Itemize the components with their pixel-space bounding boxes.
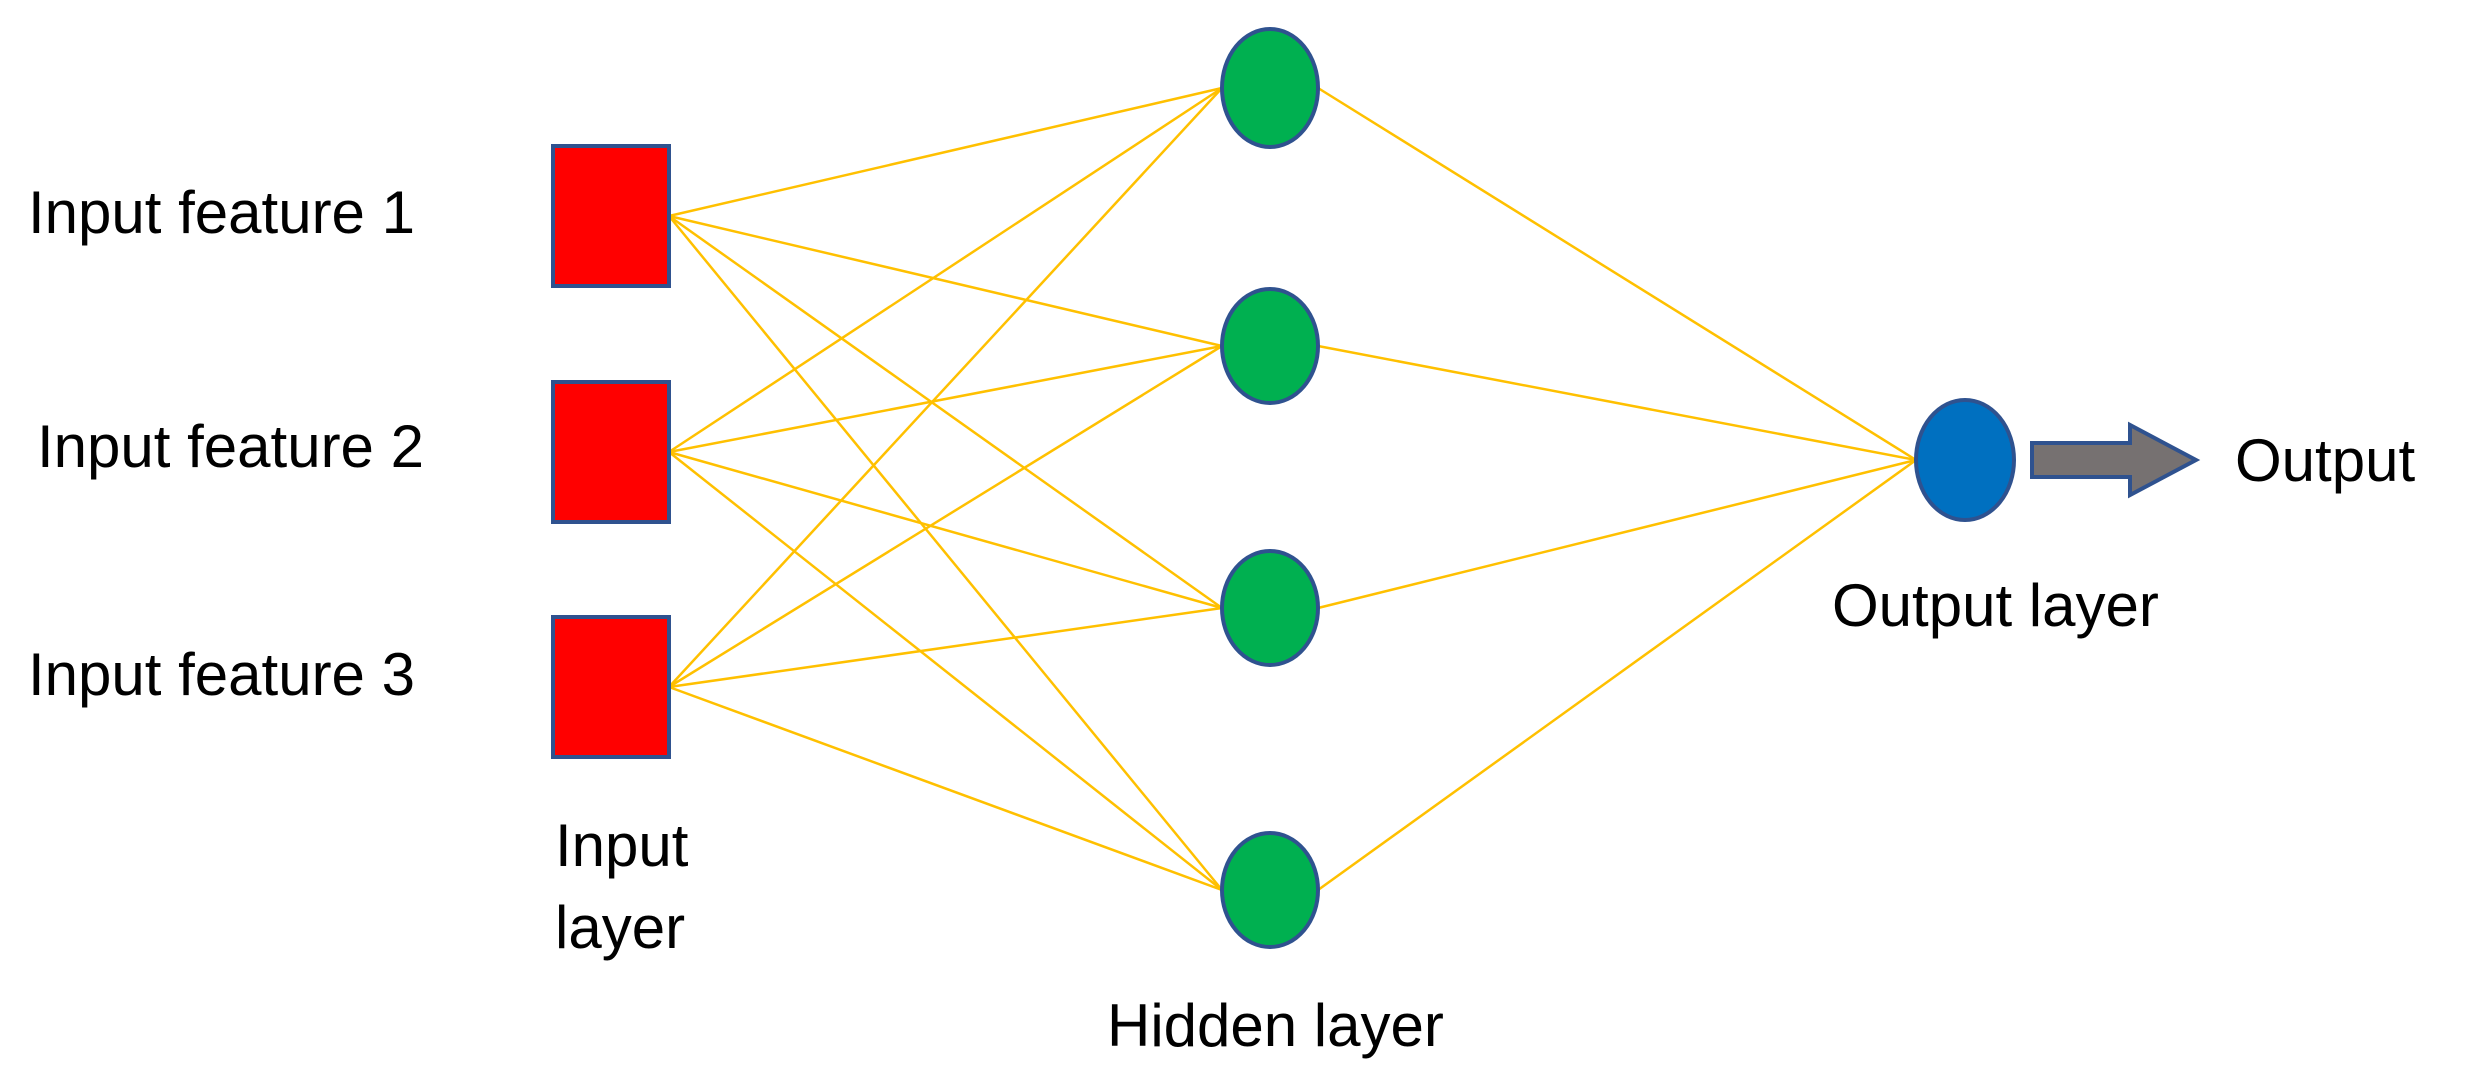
connection-input2-hidden2 bbox=[668, 344, 1223, 454]
hidden-layer-label: Hidden layer bbox=[1107, 992, 1444, 1059]
connection-hidden4-output bbox=[1317, 458, 1917, 892]
hidden-layer-nodes bbox=[1220, 27, 1320, 949]
connection-input1-hidden3 bbox=[668, 214, 1223, 610]
input-node-1 bbox=[551, 144, 671, 288]
input-layer-label-line2: layer bbox=[555, 894, 685, 961]
right-arrow-icon bbox=[2030, 421, 2201, 499]
hidden-node-4 bbox=[1220, 831, 1320, 949]
connection-input2-hidden1 bbox=[668, 86, 1223, 454]
connection-hidden1-output bbox=[1317, 86, 1917, 462]
connection-input1-hidden4 bbox=[668, 215, 1223, 891]
input-layer-nodes bbox=[551, 144, 671, 759]
connection-input3-hidden4 bbox=[668, 685, 1223, 892]
connections bbox=[668, 86, 1917, 892]
output-node bbox=[1914, 398, 2016, 522]
connection-input1-hidden2 bbox=[668, 214, 1223, 348]
connection-input2-hidden3 bbox=[668, 450, 1223, 610]
output-label: Output bbox=[2235, 427, 2415, 494]
connection-hidden2-output bbox=[1317, 344, 1917, 462]
input-node-2 bbox=[551, 380, 671, 524]
connection-input3-hidden2 bbox=[668, 344, 1223, 689]
output-layer-nodes bbox=[1914, 398, 2016, 522]
input-feature-2-label: Input feature 2 bbox=[37, 413, 424, 480]
input-feature-3-label: Input feature 3 bbox=[28, 641, 415, 708]
hidden-node-1 bbox=[1220, 27, 1320, 149]
connection-input2-hidden4 bbox=[668, 451, 1223, 891]
output-layer-label: Output layer bbox=[1832, 572, 2159, 639]
hidden-node-2 bbox=[1220, 287, 1320, 405]
connection-input3-hidden3 bbox=[668, 606, 1223, 689]
input-node-3 bbox=[551, 615, 671, 759]
input-feature-1-label: Input feature 1 bbox=[28, 179, 415, 246]
connection-input1-hidden1 bbox=[668, 86, 1223, 218]
hidden-node-3 bbox=[1220, 549, 1320, 667]
connection-input3-hidden1 bbox=[668, 87, 1223, 688]
connection-hidden3-output bbox=[1317, 458, 1917, 610]
input-layer-label-line1: Input bbox=[555, 812, 689, 879]
